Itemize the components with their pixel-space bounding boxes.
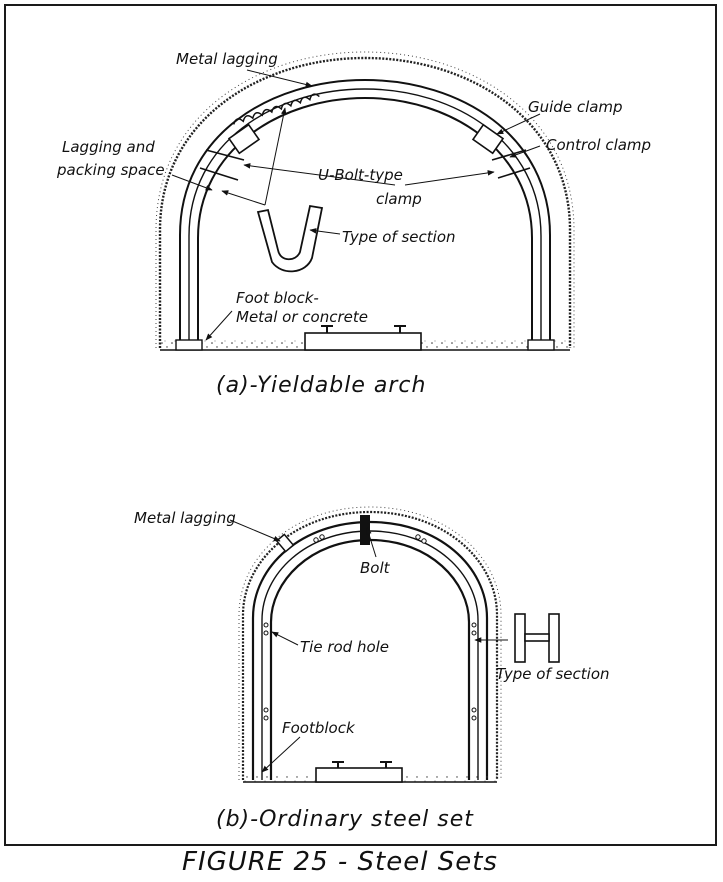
yieldable-arch-diagram: Metal lagging Lagging and packing space … bbox=[56, 50, 651, 398]
h-section-shape bbox=[514, 613, 560, 663]
label-type-section-a: Type of section bbox=[342, 228, 456, 246]
label-bolt: Bolt bbox=[360, 559, 391, 577]
label-lagging-space-line2: packing space bbox=[56, 161, 165, 179]
figure-frame bbox=[4, 4, 717, 846]
left-guide-clamp bbox=[227, 123, 261, 155]
ordinary-steel-set-diagram: Metal lagging Bolt Tie rod hole Type of … bbox=[134, 506, 610, 832]
left-foot-block bbox=[175, 339, 203, 351]
label-ubolt-line1: U-Bolt-type bbox=[318, 166, 403, 184]
set-rock-outline bbox=[241, 510, 499, 780]
label-foot-block-line1: Foot block- bbox=[236, 289, 319, 307]
arch-outer-flange bbox=[179, 78, 551, 340]
label-ubolt-line2: clamp bbox=[376, 190, 422, 208]
label-guide-clamp: Guide clamp bbox=[528, 98, 623, 116]
arch-rock-hatch bbox=[155, 51, 575, 348]
set-rail-tie bbox=[315, 767, 403, 783]
caption-b: (b)-Ordinary steel set bbox=[216, 807, 474, 832]
label-control-clamp: Control clamp bbox=[546, 136, 651, 154]
arch-rock-outline bbox=[158, 56, 572, 348]
arch-inner-flange bbox=[197, 96, 533, 340]
label-metal-lagging-a: Metal lagging bbox=[176, 50, 278, 68]
label-metal-lagging-b: Metal lagging bbox=[134, 509, 236, 527]
metal-lagging-wave bbox=[233, 93, 320, 125]
set-lagging-piece bbox=[275, 533, 295, 553]
label-tie-rod-hole: Tie rod hole bbox=[300, 638, 389, 656]
label-type-section-b: Type of section bbox=[496, 665, 610, 683]
caption-a: (a)-Yieldable arch bbox=[216, 373, 426, 398]
crown-bolt-plate bbox=[360, 515, 370, 545]
figure-title: FIGURE 25 - Steel Sets bbox=[182, 847, 498, 877]
label-foot-block-line2: Metal or concrete bbox=[236, 308, 368, 326]
right-guide-clamp bbox=[471, 123, 505, 155]
u-section-shape bbox=[256, 204, 324, 273]
right-foot-block bbox=[527, 339, 555, 351]
arch-rail-tie bbox=[304, 332, 422, 351]
label-lagging-space-line1: Lagging and bbox=[62, 138, 155, 156]
label-footblock-b: Footblock bbox=[282, 719, 356, 737]
